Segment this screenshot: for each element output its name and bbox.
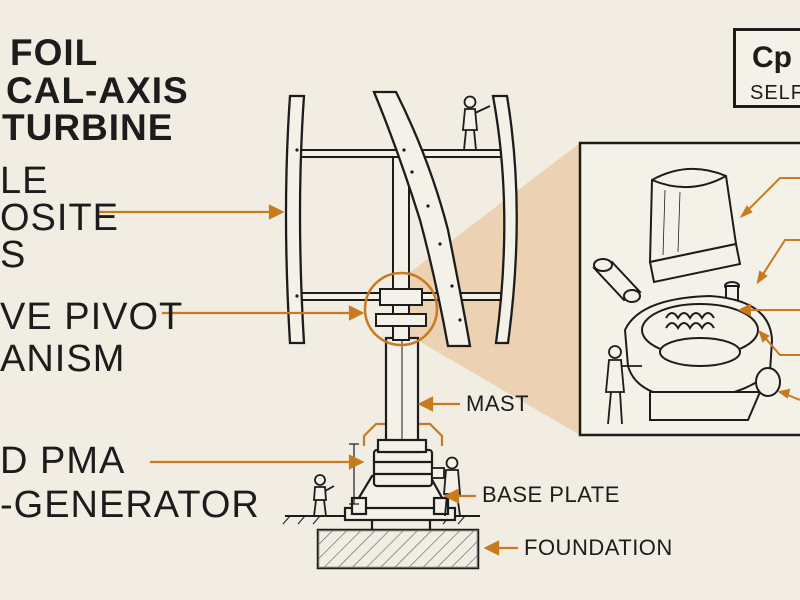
base-plate-label: BASE PLATE (482, 482, 620, 507)
title-line-2: CAL-AXIS (6, 70, 189, 111)
detail-technician-figure (605, 345, 642, 425)
title-line-3: TURBINE (2, 107, 174, 148)
blades-label-line-1: LE (0, 160, 49, 202)
foundation-label: FOUNDATION (524, 535, 673, 560)
pivot-highlight-circle (363, 271, 439, 347)
detail-blade-section (648, 167, 742, 284)
mast (376, 336, 428, 454)
pivot-label-line-2: ANISM (0, 338, 126, 380)
cp-symbol: Cp (752, 41, 792, 74)
left-callout-arrows (98, 204, 365, 470)
blade-bolts (295, 148, 462, 322)
blades-label-line-2: OSITE (0, 197, 120, 239)
generator-housing (372, 448, 434, 488)
center-blade (372, 90, 472, 348)
person-left-figure (313, 474, 335, 517)
dimension-marker (349, 443, 359, 505)
detail-pin (592, 258, 642, 303)
detail-spring-housing (623, 294, 781, 421)
detail-callout-arrows (737, 177, 800, 401)
pivot-hub (375, 288, 427, 327)
right-callout-arrows (417, 396, 518, 556)
mast-label: MAST (466, 391, 530, 416)
generator-label-line-1: D PMA (0, 440, 126, 482)
blades-label-line-3: S (0, 234, 27, 276)
generator-label-line-2: -GENERATOR (0, 484, 260, 526)
cp-legend-box: Cp SELF (733, 28, 800, 108)
right-blade (491, 94, 518, 345)
foundation-block (316, 528, 480, 570)
title-line-1: FOIL (10, 32, 99, 73)
cp-caption: SELF (750, 82, 800, 104)
pivot-label-line-1: VE PIVOT (0, 296, 184, 338)
person-top-figure (462, 95, 491, 151)
left-blade (284, 94, 306, 345)
detail-projection-wedge (400, 143, 580, 435)
